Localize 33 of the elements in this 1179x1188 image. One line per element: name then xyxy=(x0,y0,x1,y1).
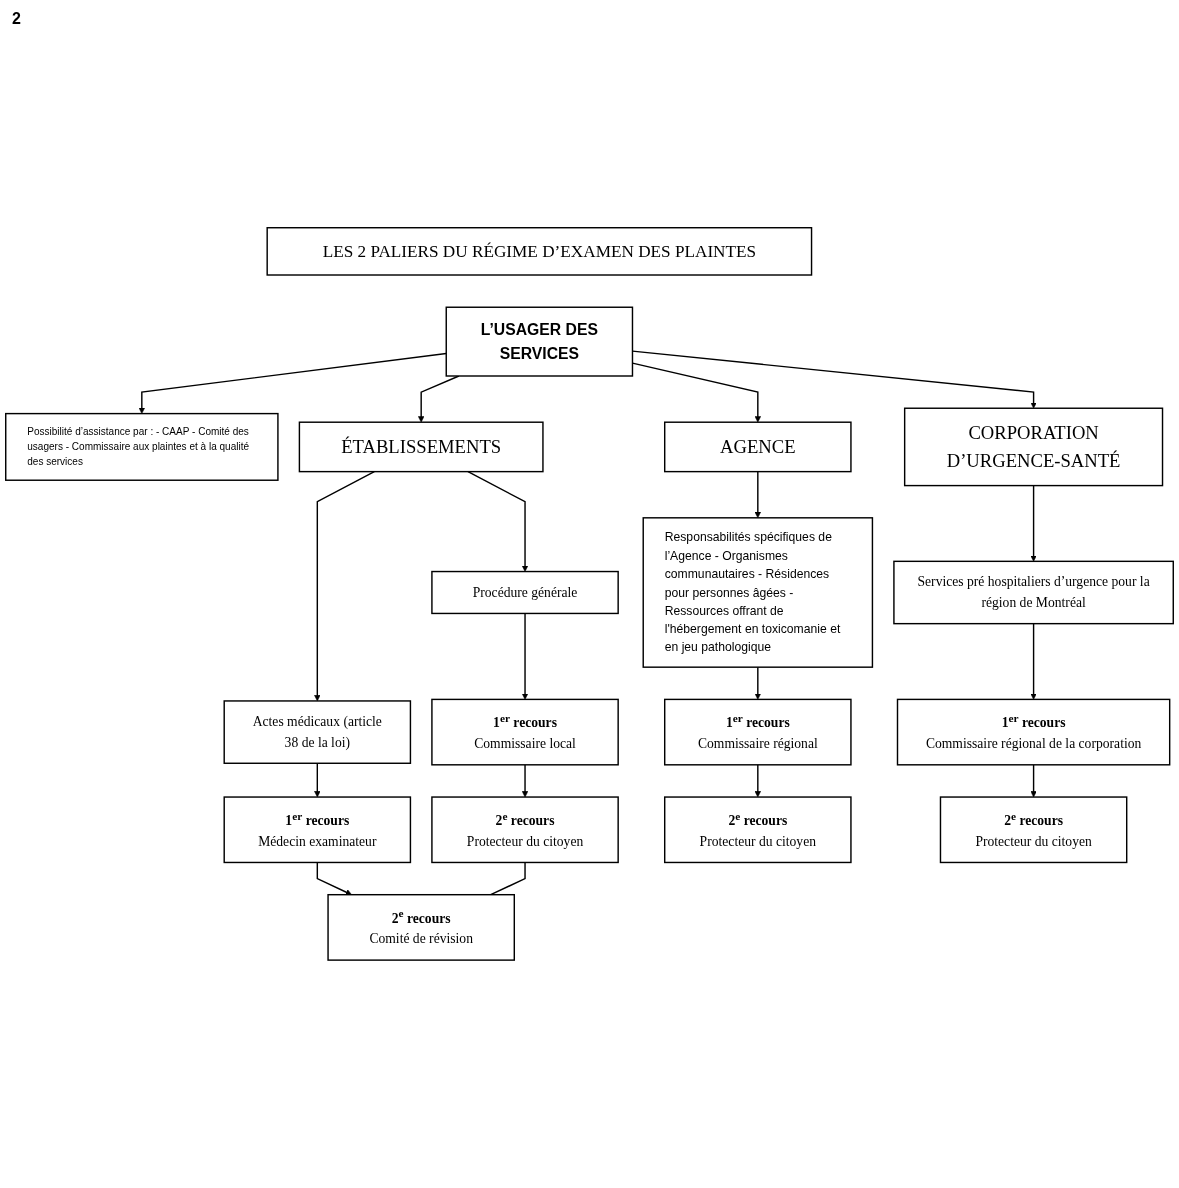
arrow xyxy=(521,764,529,798)
node-box: Possibilité d’assistance par : - CAAP - Comité des usagers - Commissaire aux plaintes et à la qualité des services xyxy=(5,412,279,481)
arrow xyxy=(521,612,529,700)
arrow xyxy=(754,666,761,700)
node-box: L’USAGER DES SERVICES xyxy=(445,306,634,377)
arrow xyxy=(1030,764,1037,798)
node-box: 1$^{er}$ recours Commissaire régional xyxy=(664,698,852,766)
node-box: 2$^{e}$ recours Protecteur du citoyen xyxy=(664,796,852,864)
node-box: 1$^{er}$ recours Médecin examinateur xyxy=(223,796,412,864)
node-box: AGENCE xyxy=(664,421,852,473)
node-box: ÉTABLISSEMENTS xyxy=(298,421,544,473)
arrow xyxy=(314,762,321,798)
connector xyxy=(490,861,526,896)
arrow xyxy=(314,471,376,702)
arrow xyxy=(138,352,447,414)
node-box: 2$^{e}$ recours Comité de révision xyxy=(327,894,515,961)
node-box: Procédure générale xyxy=(431,570,619,615)
arrow xyxy=(754,764,761,798)
arrow xyxy=(754,471,761,519)
arrow xyxy=(1030,623,1037,700)
node-box: Responsabilités spécifiques de l’Agence - Organismes communautaires - Résidences pour personnes âgées - Ressources offrant de l'hébergement en toxicomanie et en jeu pathologique xyxy=(642,517,874,668)
node-box: CORPORATION D’URGENCE-SANTÉ xyxy=(903,407,1164,487)
node-box: 1$^{er}$ recours Commissaire local xyxy=(431,698,619,766)
node-box: Actes médicaux (article 38 de la loi) xyxy=(223,700,412,765)
arrow xyxy=(1030,484,1037,562)
arrow xyxy=(467,471,529,572)
arrow xyxy=(316,861,352,896)
page-number: 2 xyxy=(12,10,21,28)
node-box: 2$^{e}$ recours Protecteur du citoyen xyxy=(939,796,1128,864)
node-box: Services pré hospitaliers d’urgence pour la région de Montréal xyxy=(893,560,1174,625)
node-box: 2$^{e}$ recours Protecteur du citoyen xyxy=(431,796,619,864)
node-box: LES 2 PALIERS DU RÉGIME D’EXAMEN DES PLAINTES xyxy=(266,227,813,276)
node-box: 1$^{er}$ recours Commissaire régional de la corporation xyxy=(896,698,1171,766)
